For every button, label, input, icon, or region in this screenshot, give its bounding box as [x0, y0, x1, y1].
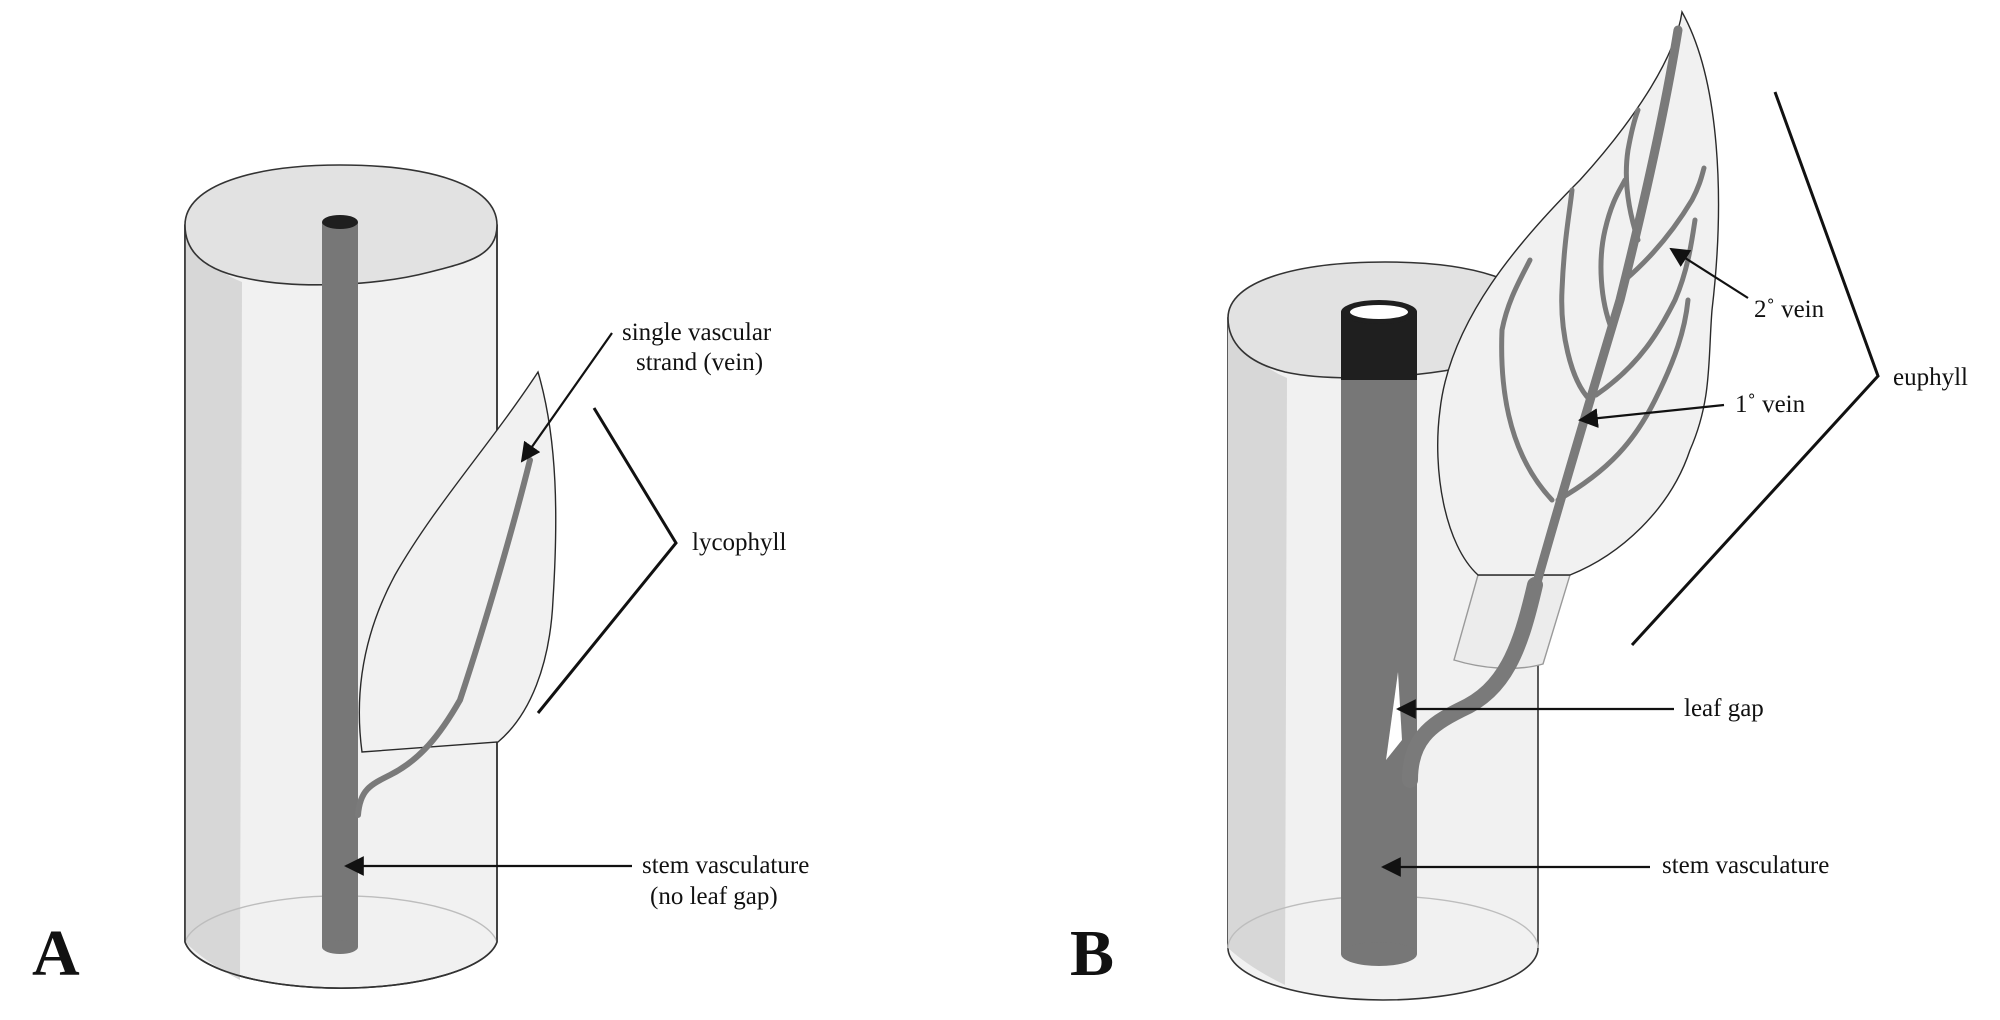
secondary-vein-label: 2˚ vein — [1754, 296, 1825, 323]
primary-vein-label: 1˚ vein — [1735, 391, 1806, 418]
secondary-vein — [1499, 257, 1555, 503]
vein-label-line2: strand (vein) — [636, 349, 763, 376]
lycophyll-leaf — [358, 370, 557, 753]
secondary-veins — [1499, 107, 1707, 503]
stem-vasculature-b — [1341, 300, 1417, 966]
vein-label-line1: single vascular — [622, 319, 772, 346]
stem-label-a-line2: (no leaf gap) — [650, 883, 778, 910]
lycophyll-bracket — [536, 407, 678, 714]
secondary-vein — [1593, 217, 1698, 398]
euphyll-leaf — [1437, 9, 1720, 576]
stem-vasculature-a — [322, 215, 358, 954]
euphyll-label: euphyll — [1893, 364, 1968, 391]
lycophyll-label: lycophyll — [692, 529, 786, 556]
secondary-vein — [1623, 107, 1641, 243]
leaf-gap-label: leaf gap — [1684, 695, 1764, 722]
single-vein — [355, 457, 533, 818]
stem-label-b: stem vasculature — [1662, 852, 1829, 879]
secondary-vein — [1559, 187, 1593, 403]
stem-label-a-line1: stem vasculature — [642, 852, 809, 879]
secondary-vein — [1598, 177, 1628, 333]
leaf-gap — [1386, 672, 1402, 760]
leaf-trace — [1402, 577, 1543, 788]
panel-a: A single vascular strand (vein) lycophyl… — [32, 164, 809, 990]
primary-vein — [1527, 25, 1683, 605]
secondary-vein — [1622, 165, 1707, 283]
panel-a-letter: A — [32, 917, 80, 990]
primary-vein-arrow — [1578, 403, 1725, 429]
euphyll-bracket — [1630, 91, 1880, 647]
secondary-vein-arrow — [1669, 247, 1749, 299]
secondary-vein — [1555, 297, 1691, 503]
panel-b-letter: B — [1070, 917, 1114, 990]
vein-arrow — [520, 332, 613, 463]
panel-b: B 2˚ vein 1˚ vein euphyll leaf gap stem … — [1070, 9, 1968, 1001]
